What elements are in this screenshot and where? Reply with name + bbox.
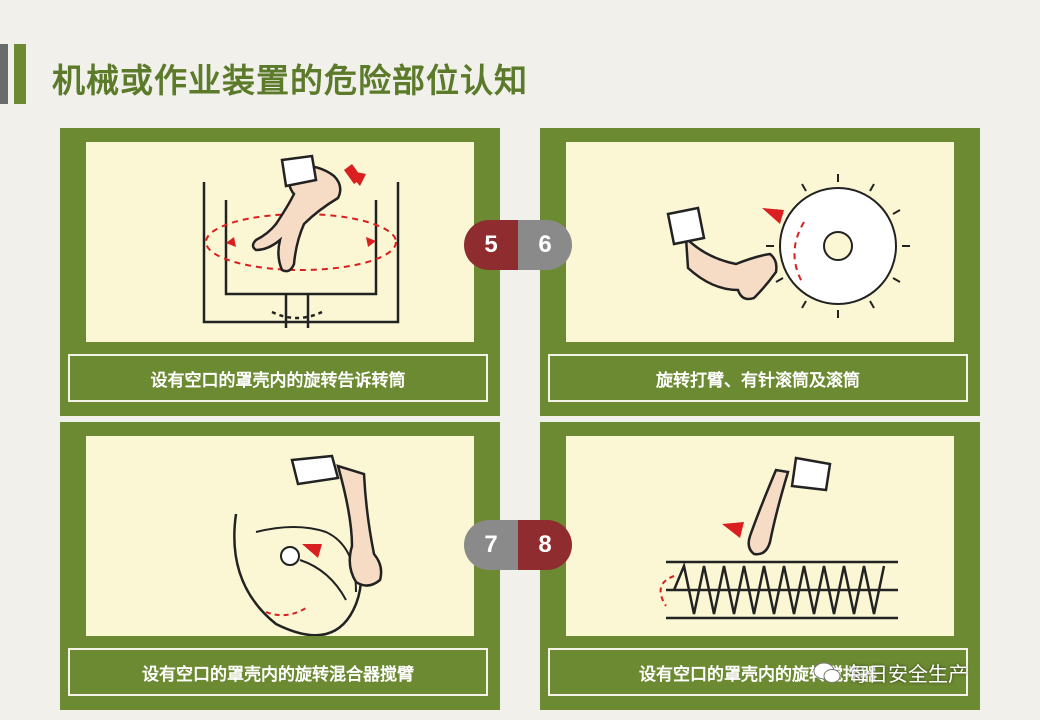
title-accent-bar xyxy=(0,44,30,104)
badge-number-5: 5 xyxy=(464,220,518,270)
badge-number-7: 7 xyxy=(464,520,518,570)
hazard-caption-5: 设有空口的罩壳内的旋转告诉转筒 xyxy=(68,354,488,402)
hazard-caption-6: 旋转打臂、有针滚筒及滚筒 xyxy=(548,354,968,402)
hazard-card-5: 设有空口的罩壳内的旋转告诉转筒 xyxy=(60,128,500,416)
badge-number-6: 6 xyxy=(518,220,572,270)
page-title: 机械或作业装置的危险部位认知 xyxy=(52,61,528,100)
illustration-rotating-drum xyxy=(86,142,474,342)
illustration-mixer-arm xyxy=(86,436,474,636)
hazard-card-7: 设有空口的罩壳内的旋转混合器搅臂 xyxy=(60,422,500,710)
number-badge-7-8: 7 8 xyxy=(464,520,572,570)
hazard-card-8: 设有空口的罩壳内的旋转搅拌器 xyxy=(540,422,980,710)
hazard-caption-7: 设有空口的罩壳内的旋转混合器搅臂 xyxy=(68,648,488,696)
wechat-icon xyxy=(812,661,842,685)
illustration-spiked-roller xyxy=(566,142,954,342)
badge-number-8: 8 xyxy=(518,520,572,570)
illustration-screw-conveyor xyxy=(566,436,954,636)
number-badge-5-6: 5 6 xyxy=(464,220,572,270)
hazard-card-6: 旋转打臂、有针滚筒及滚筒 xyxy=(540,128,980,416)
watermark-text: 每日安全生产 xyxy=(848,662,968,686)
watermark: 每日安全生产 xyxy=(812,658,968,687)
